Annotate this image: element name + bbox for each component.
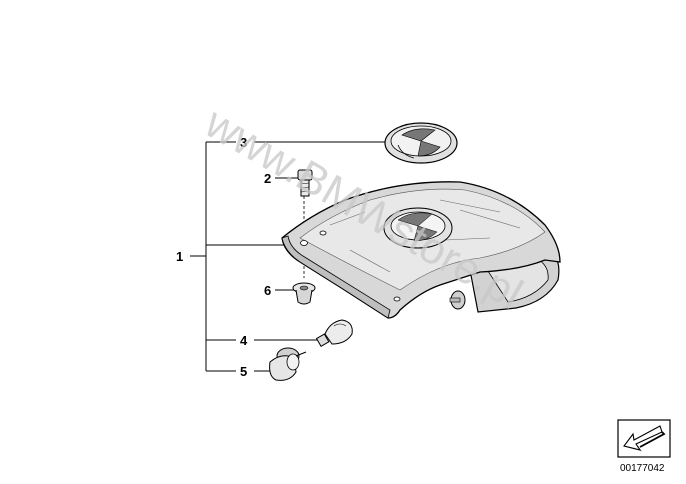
callout-6: 6 [264,283,271,298]
callout-1: 1 [176,249,183,264]
callout-4: 4 [240,333,248,348]
part-2-screw [297,169,313,197]
callout-labels: 1 2 3 4 5 6 [176,135,271,379]
leader-lines [190,141,395,372]
callout-5: 5 [240,364,247,379]
nav-arrow-box[interactable] [617,419,671,458]
reference-number: 00177042 [620,463,665,474]
part-1-tail-light-housing [281,181,561,319]
callout-2: 2 [264,171,271,186]
callout-3: 3 [240,135,247,150]
part-6-grommet [292,282,316,305]
part-4-bulb [315,319,353,348]
arrow-icon [623,425,666,452]
part-5-bulb-socket [269,347,307,381]
part-3-emblem [384,122,458,164]
